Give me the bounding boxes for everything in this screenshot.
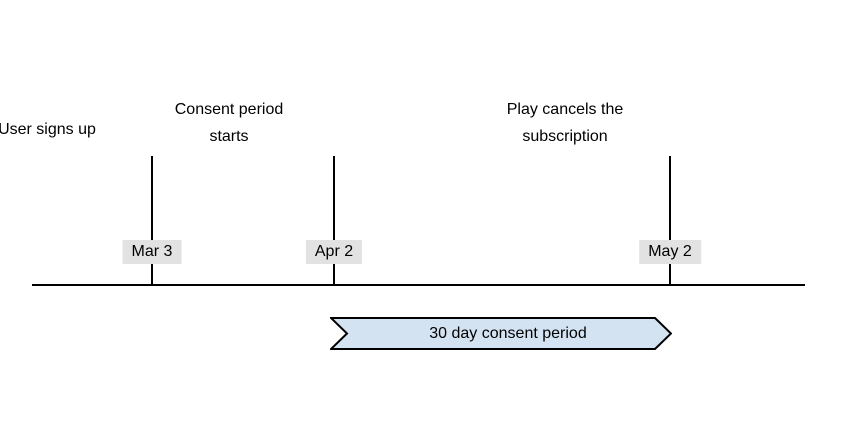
consent-period-banner: 30 day consent period <box>330 317 672 350</box>
event-tick-line <box>151 156 153 285</box>
event-label: Play cancels the subscription <box>506 101 624 145</box>
event-label: User signs up <box>0 121 96 138</box>
event-tick-line <box>669 156 671 285</box>
event-date-chip: Mar 3 <box>122 240 182 264</box>
banner-chevron-shape <box>330 317 672 350</box>
event-date-chip: May 2 <box>639 240 701 264</box>
consent-period-banner-label: 30 day consent period <box>429 324 587 342</box>
event-label: Consent period starts <box>174 101 284 145</box>
event-date-chip: Apr 2 <box>305 240 363 264</box>
event-tick-line <box>333 156 335 285</box>
timeline-axis <box>32 284 805 286</box>
